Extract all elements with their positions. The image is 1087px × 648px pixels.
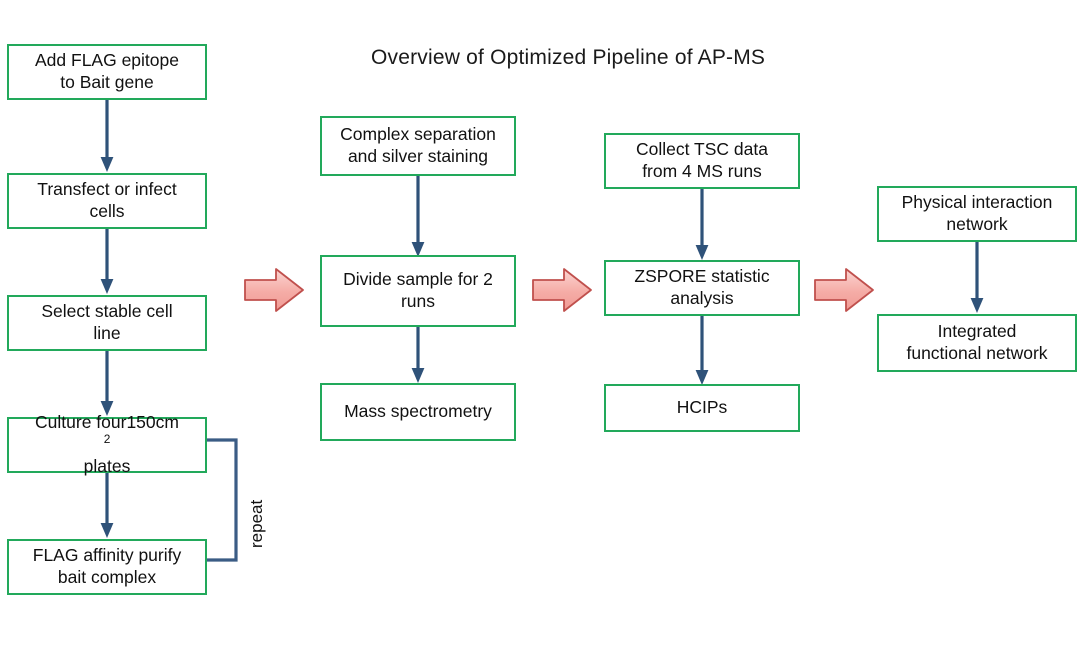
- node-flag-purify-line1: FLAG affinity purify: [32, 545, 182, 566]
- repeat-loop-connector: [207, 438, 238, 562]
- node-select-stable-line1: Select stable cell: [41, 301, 173, 322]
- node-add-flag-line2: to Bait gene: [60, 72, 154, 92]
- repeat-label: repeat: [247, 499, 266, 548]
- node-divide-sample-for-2-runs[interactable]: Divide sample for 2 runs: [320, 255, 516, 327]
- node-culture-superscript: 2: [103, 432, 111, 447]
- node-flag-affinity-purify-bait-complex[interactable]: FLAG affinity purify bait complex: [7, 539, 207, 595]
- stage-arrow-2: [532, 268, 592, 312]
- node-physical-interaction-network[interactable]: Physical interaction network: [877, 186, 1077, 242]
- node-transfect-or-infect-cells[interactable]: Transfect or infect cells: [7, 173, 207, 229]
- node-select-stable-cell-line[interactable]: Select stable cell line: [7, 295, 207, 351]
- node-mass-spec-line1: Mass spectrometry: [344, 401, 492, 422]
- arrow-culture-to-flag-purify: [100, 473, 114, 538]
- node-transfect-line2: cells: [89, 201, 125, 221]
- node-culture-line2: plates: [83, 455, 131, 476]
- node-integrated-network-line2: functional network: [906, 343, 1048, 363]
- node-divide-line1: Divide sample for 2: [343, 269, 493, 290]
- page-title: Overview of Optimized Pipeline of AP-MS: [371, 46, 766, 69]
- node-flag-purify-line2: bait complex: [57, 567, 157, 587]
- node-collect-tsc-data[interactable]: Collect TSC data from 4 MS runs: [604, 133, 800, 189]
- node-complex-separation-silver-staining[interactable]: Complex separation and silver staining: [320, 116, 516, 176]
- stage-arrow-3: [814, 268, 874, 312]
- arrow-transfect-to-select-stable: [100, 229, 114, 294]
- arrow-select-stable-to-culture: [100, 351, 114, 416]
- node-add-flag-epitope[interactable]: Add FLAG epitope to Bait gene: [7, 44, 207, 100]
- node-integrated-network-line1: Integrated: [937, 321, 1017, 342]
- node-zspore-statistic-analysis[interactable]: ZSPORE statistic analysis: [604, 260, 800, 316]
- arrow-divide-to-mass-spec: [411, 327, 425, 383]
- stage-arrow-1: [244, 268, 304, 312]
- node-collect-tsc-line2: from 4 MS runs: [642, 161, 762, 181]
- node-physical-network-line2: network: [946, 214, 1008, 234]
- node-integrated-functional-network[interactable]: Integrated functional network: [877, 314, 1077, 372]
- node-hcips[interactable]: HCIPs: [604, 384, 800, 432]
- node-transfect-line1: Transfect or infect: [37, 179, 177, 200]
- arrow-physical-to-integrated-network: [970, 242, 984, 313]
- node-culture-line1-text: Culture four150cm: [35, 412, 179, 433]
- node-select-stable-line2: line: [93, 323, 121, 343]
- arrow-collect-tsc-to-zspore: [695, 189, 709, 260]
- node-divide-line2: runs: [400, 291, 436, 311]
- node-mass-spectrometry[interactable]: Mass spectrometry: [320, 383, 516, 441]
- node-complex-sep-line1: Complex separation: [340, 124, 496, 145]
- arrow-complex-sep-to-divide: [411, 176, 425, 257]
- node-physical-network-line1: Physical interaction: [901, 192, 1053, 213]
- node-add-flag-line1: Add FLAG epitope: [35, 50, 179, 71]
- node-collect-tsc-line1: Collect TSC data: [636, 139, 768, 160]
- node-complex-sep-line2: and silver staining: [347, 146, 489, 166]
- arrow-add-flag-to-transfect: [100, 100, 114, 172]
- node-zspore-line2: analysis: [670, 288, 734, 308]
- node-hcips-line1: HCIPs: [676, 397, 728, 418]
- node-zspore-line1: ZSPORE statistic: [634, 266, 770, 287]
- arrow-zspore-to-hcips: [695, 316, 709, 385]
